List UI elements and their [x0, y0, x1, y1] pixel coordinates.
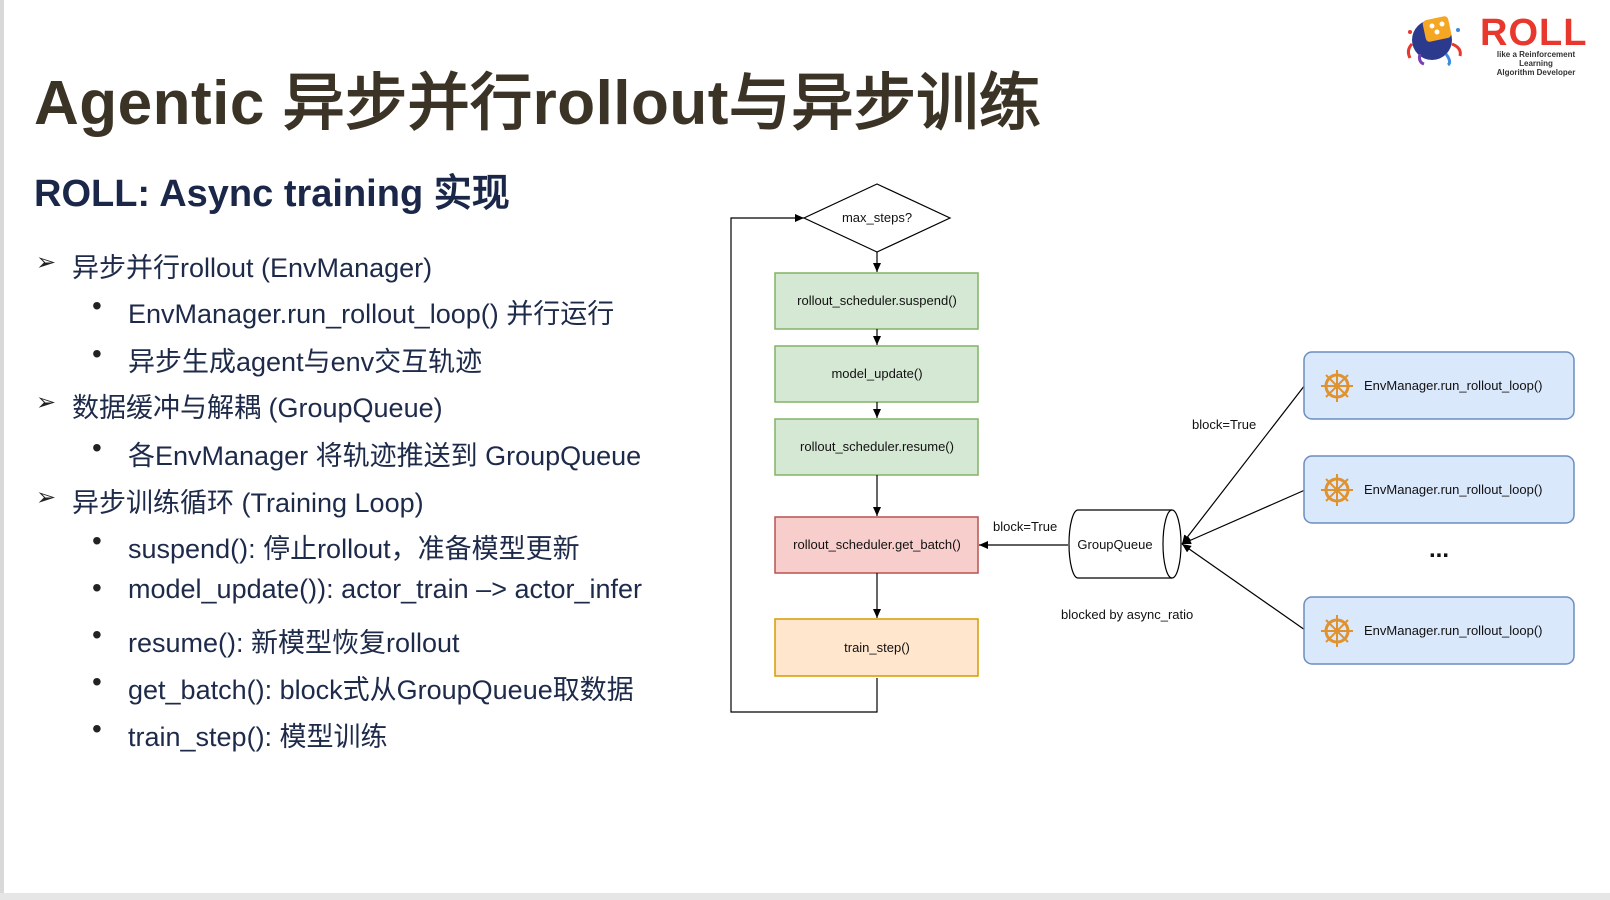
- arrow-bullet-icon: ➢: [36, 249, 57, 276]
- group-queue-node: GroupQueue: [1068, 509, 1182, 579]
- queue-end-cap: [1162, 509, 1173, 579]
- env-manager-node-2: EnvManager.run_rollout_loop(): [1303, 455, 1575, 524]
- node-box: [774, 345, 979, 403]
- bullet-text: 异步训练循环 (Training Loop): [72, 488, 424, 518]
- get-batch-label: rollout_scheduler.get_batch(): [793, 537, 961, 552]
- suspend-node: rollout_scheduler.suspend(): [774, 272, 979, 330]
- bullet-text: get_batch(): block式从GroupQueue取数据: [128, 675, 634, 705]
- dot-bullet-icon: •: [92, 666, 102, 697]
- bullet-text: 异步生成agent与env交互轨迹: [128, 347, 483, 377]
- bullet-text: 异步并行rollout (EnvManager): [72, 253, 433, 283]
- loop-back-edge: [730, 214, 878, 713]
- node-box: [1303, 351, 1575, 420]
- max-steps-decision: max_steps?: [802, 183, 952, 253]
- model-update-node: model_update(): [774, 345, 979, 403]
- arrow-bullet-icon: ➢: [36, 484, 57, 511]
- env-label: EnvManager.run_rollout_loop(): [1364, 378, 1543, 393]
- suspend-label: rollout_scheduler.suspend(): [797, 293, 957, 308]
- edge-env1-queue: [1181, 384, 1306, 545]
- helm-icon: [1321, 615, 1353, 647]
- node-box: [774, 516, 979, 574]
- resume-node: rollout_scheduler.resume(): [774, 418, 979, 476]
- bullet-text: EnvManager.run_rollout_loop() 并行运行: [128, 299, 615, 329]
- logo-tagline-line-2: Algorithm Developer: [1496, 68, 1576, 77]
- dot-bullet-icon: •: [92, 713, 102, 744]
- bullet-text: model_update()): actor_train –> actor_in…: [128, 574, 643, 604]
- bullet-text: 各EnvManager 将轨迹推送到 GroupQueue: [128, 441, 642, 471]
- slide-title: Agentic 异步并行rollout与异步训练: [34, 69, 1042, 138]
- env-label: EnvManager.run_rollout_loop(): [1364, 482, 1543, 497]
- dot-bullet-icon: •: [92, 525, 102, 556]
- model-update-label: model_update(): [831, 366, 922, 381]
- logo-tagline-line-1: like a Reinforcement Learning: [1496, 50, 1576, 68]
- roll-logo: ROLL like a Reinforcement Learning Algor…: [1402, 10, 1602, 77]
- edge-env2-queue: [1181, 489, 1306, 545]
- edge-label-block-true: block=True: [993, 519, 1057, 534]
- node-box: [774, 418, 979, 476]
- dot-bullet-icon: •: [92, 338, 102, 369]
- arrow-bullet-icon: ➢: [36, 389, 57, 416]
- ellipsis-label: ...: [1429, 536, 1449, 563]
- roll-mascot-icon: [1406, 16, 1462, 67]
- edge-label-block-true-env: block=True: [1192, 417, 1256, 432]
- slide-bottom-edge: [0, 893, 1610, 900]
- dot-bullet-icon: •: [92, 619, 102, 650]
- logo-wordmark: ROLL: [1480, 12, 1588, 54]
- dot-bullet-icon: •: [92, 572, 102, 603]
- env-label: EnvManager.run_rollout_loop(): [1364, 623, 1543, 638]
- node-box: [1303, 455, 1575, 524]
- resume-label: rollout_scheduler.resume(): [800, 439, 954, 454]
- bullet-text: train_step(): 模型训练: [128, 722, 388, 752]
- bullet-text: resume(): 新模型恢复rollout: [128, 628, 460, 658]
- dot-bullet-icon: •: [92, 432, 102, 463]
- node-box: [774, 618, 979, 677]
- node-box: [774, 272, 979, 330]
- helm-icon: [1321, 370, 1353, 402]
- helm-icon: [1321, 474, 1353, 506]
- train-step-label: train_step(): [844, 640, 910, 655]
- edge-env3-queue: [1181, 543, 1306, 631]
- queue-label: GroupQueue: [1077, 537, 1152, 552]
- slide-left-edge: [0, 0, 4, 900]
- slide-subtitle: ROLL: Async training 实现: [34, 173, 510, 215]
- get-batch-node: rollout_scheduler.get_batch(): [774, 516, 979, 574]
- env-manager-node-1: EnvManager.run_rollout_loop(): [1303, 351, 1575, 420]
- logo-tagline: like a Reinforcement Learning Algorithm …: [1482, 50, 1590, 77]
- bullet-text: 数据缓冲与解耦 (GroupQueue): [72, 393, 443, 423]
- decision-label: max_steps?: [842, 210, 912, 225]
- label-blocked-async-ratio: blocked by async_ratio: [1061, 607, 1193, 622]
- node-box: [1303, 596, 1575, 665]
- bullet-text: suspend(): 停止rollout，准备模型更新: [128, 534, 580, 564]
- dot-bullet-icon: •: [92, 290, 102, 321]
- train-step-node: train_step(): [774, 618, 979, 677]
- env-manager-node-3: EnvManager.run_rollout_loop(): [1303, 596, 1575, 665]
